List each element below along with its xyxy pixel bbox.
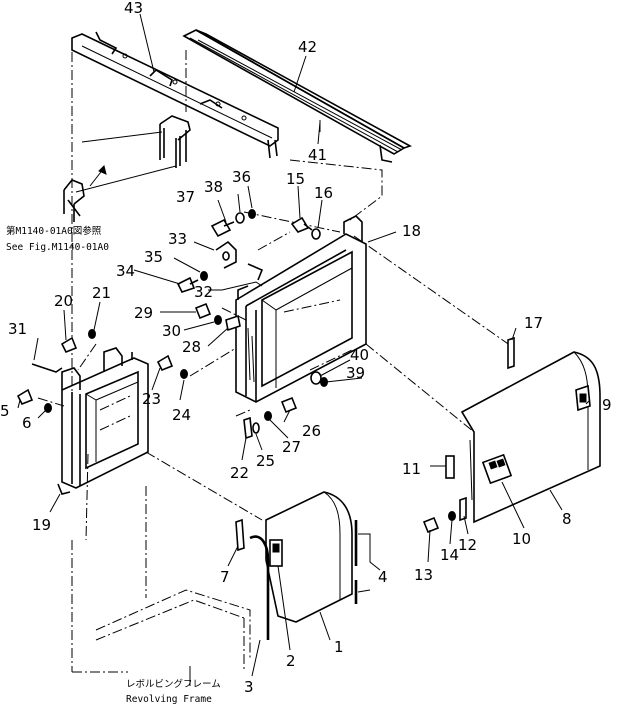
callout-24: 24 [172,406,191,424]
callout-14: 14 [440,546,459,564]
callout-30: 30 [162,322,181,340]
callout-13: 13 [414,566,433,584]
callout-19: 19 [32,516,51,534]
callout-7: 7 [220,568,230,586]
callout-leaders [17,13,591,686]
callout-numbers: 43 42 41 36 38 37 15 16 18 33 35 34 32 2… [0,0,612,696]
left-frame [57,347,149,495]
upper-rail [71,31,279,159]
callout-40: 40 [350,346,369,364]
seal-strip [182,29,412,163]
callout-18: 18 [402,222,421,240]
callout-25: 25 [256,452,275,470]
callout-41: 41 [308,146,327,164]
callout-32: 32 [194,283,213,301]
callout-2: 2 [286,652,296,670]
callout-5: 5 [0,402,10,420]
callout-28: 28 [182,338,201,356]
callout-12: 12 [458,536,477,554]
callout-10: 10 [512,530,531,548]
callout-20: 20 [54,292,73,310]
ref-lower-jp: レボルビングフレーム [126,678,221,690]
right-cover [460,351,601,524]
alignment-lines [37,159,515,541]
callout-26: 26 [302,422,321,440]
callout-34: 34 [116,262,135,280]
fasteners [16,209,515,552]
callout-23: 23 [142,390,161,408]
ref-upper-en: See Fig.M1140-01A0 [6,242,109,253]
callout-42: 42 [298,38,317,56]
reference-notes: 第M1140-01A0図参照 See Fig.M1140-01A0 レボルビング… [6,225,221,705]
callout-16: 16 [314,184,333,202]
callout-31: 31 [8,320,27,338]
callout-38: 38 [204,178,223,196]
callout-8: 8 [562,510,572,528]
callout-17: 17 [524,314,543,332]
callout-22: 22 [230,464,249,482]
revolving-frame [71,486,251,673]
callout-36: 36 [232,168,251,186]
front-cover [249,491,358,640]
callout-21: 21 [92,284,111,302]
callout-29: 29 [134,304,153,322]
callout-11: 11 [402,460,421,478]
ref-lower-en: Revolving Frame [126,694,212,705]
callout-1: 1 [334,638,344,656]
callout-9: 9 [602,396,612,414]
callout-27: 27 [282,438,301,456]
callout-3: 3 [244,678,254,696]
callout-4: 4 [378,568,388,586]
ref-upper-jp: 第M1140-01A0図参照 [6,225,102,237]
callout-35: 35 [144,248,163,266]
callout-15: 15 [286,170,305,188]
callout-6: 6 [22,414,32,432]
callout-39: 39 [346,364,365,382]
callout-33: 33 [168,230,187,248]
callout-43: 43 [124,0,143,17]
callout-37: 37 [176,188,195,206]
bracket-assembly [63,50,191,410]
